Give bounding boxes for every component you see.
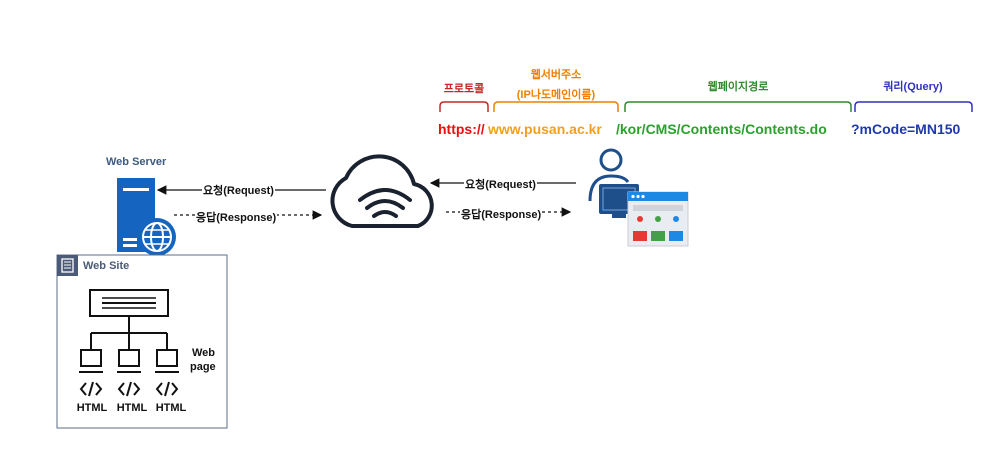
site-header-icon [57, 255, 78, 276]
url-protocol: https:// [438, 121, 485, 137]
web-site-box [56, 254, 228, 429]
query-label: 쿼리(Query) [883, 81, 943, 93]
right-response-label: 응답(Response) [460, 206, 543, 222]
code-icon [79, 381, 103, 397]
html-label: HTML [116, 402, 148, 414]
url-path: /kor/CMS/Contents/Contents.do [616, 121, 827, 137]
protocol-label: 프로토콜 [443, 83, 485, 95]
url-server: www.pusan.ac.kr [488, 121, 602, 137]
path-brace [624, 101, 852, 112]
web-server-title: Web Server [106, 156, 167, 168]
web-page-label-1: Web [192, 347, 216, 359]
right-request-label: 요청(Request) [464, 176, 537, 192]
html-label: HTML [155, 402, 187, 414]
code-icon [117, 381, 141, 397]
server-brace [493, 101, 619, 112]
browser-window-icon [627, 191, 689, 247]
query-brace [854, 101, 973, 112]
code-icon [155, 381, 179, 397]
web-site-title: Web Site [83, 260, 130, 272]
left-response-label: 응답(Response) [195, 209, 278, 225]
protocol-brace [439, 101, 489, 112]
globe-icon [138, 218, 176, 256]
server-label-line1: 웹서버주소 [530, 69, 582, 81]
url-query: ?mCode=MN150 [851, 121, 961, 137]
cloud-wifi-icon [330, 154, 434, 228]
path-label: 웹페이지경로 [707, 81, 769, 93]
site-structure-icon [79, 289, 179, 373]
server-label-line2: (IP나도메인이름) [516, 89, 596, 101]
web-page-label-2: page [190, 361, 216, 373]
html-label: HTML [76, 402, 108, 414]
left-request-label: 요청(Request) [202, 182, 275, 198]
server-icon [117, 178, 155, 252]
